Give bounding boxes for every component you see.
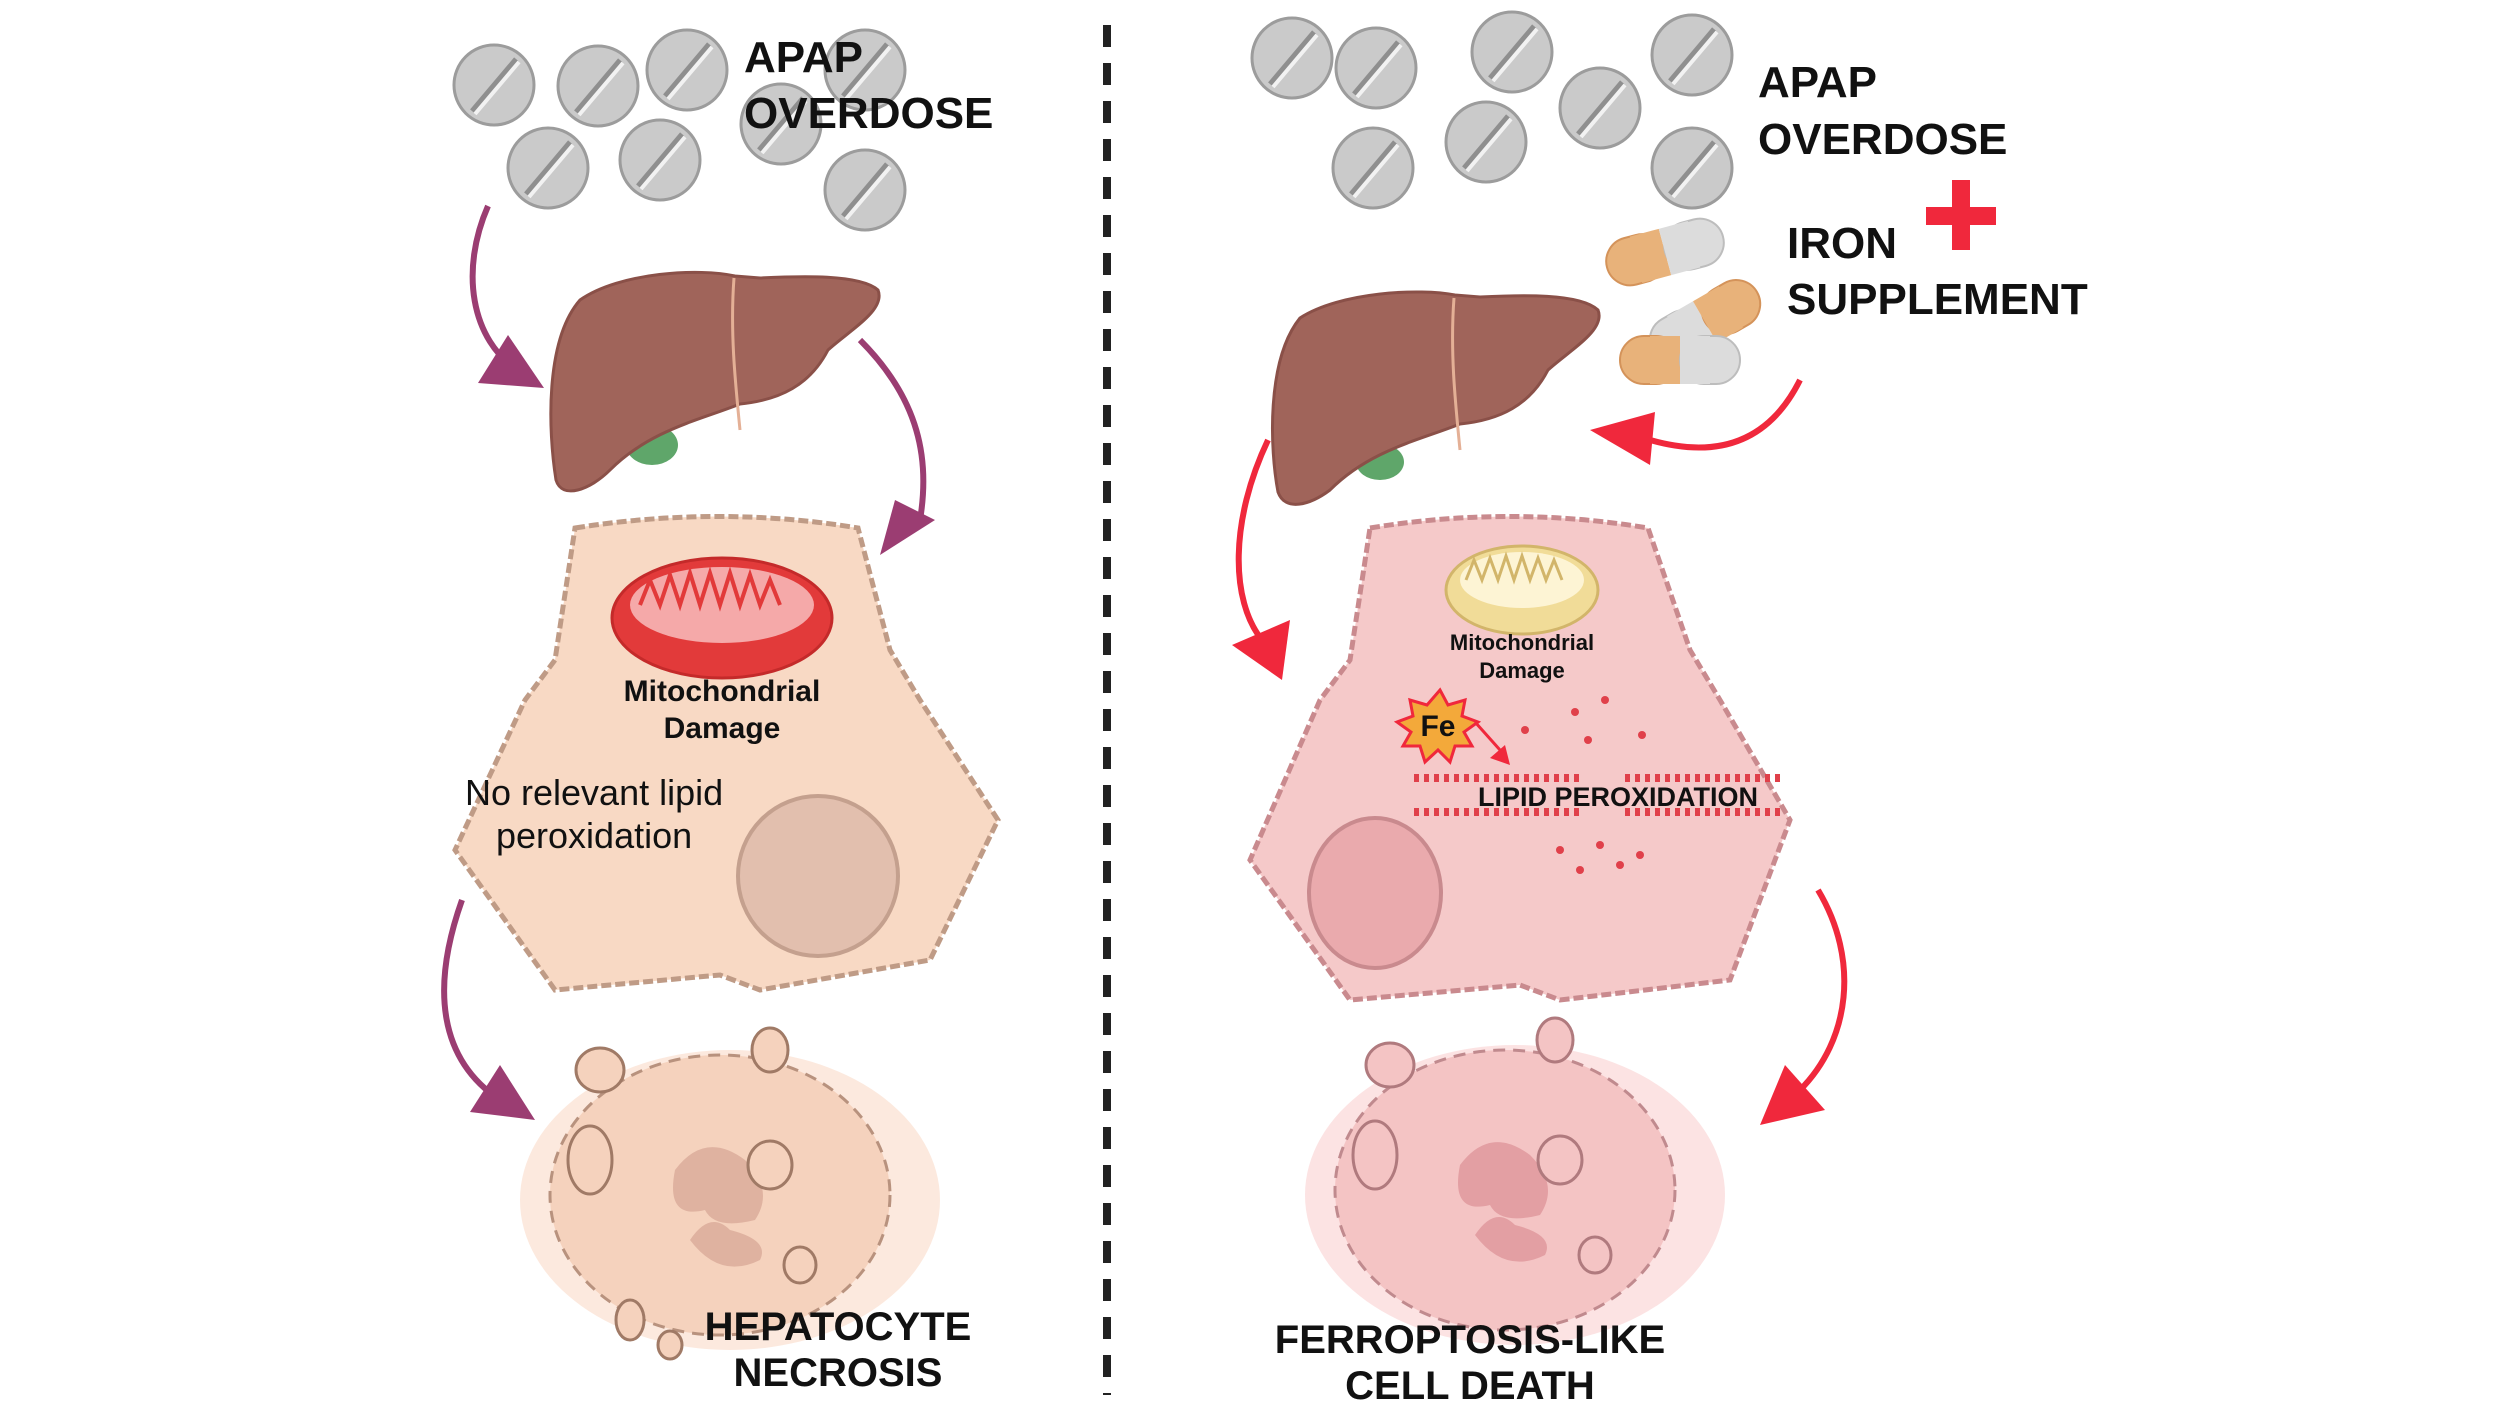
right-arrow-to-death — [1797, 888, 1848, 1093]
pill-icon — [1252, 18, 1332, 98]
left-arrow-to-cell — [857, 337, 927, 521]
left-mito-label-1: Mitochondrial — [624, 675, 821, 708]
plus-icon — [1926, 180, 1996, 250]
right-arrow-to-cell — [1235, 438, 1271, 642]
pill-icon — [647, 30, 727, 110]
lipid-membrane — [1414, 696, 1782, 874]
right-arrow-head-icon — [1590, 412, 1655, 465]
left-apap-label: APAP — [744, 33, 863, 82]
pill-icon — [454, 45, 534, 125]
pill-icon — [825, 150, 905, 230]
pill-icon — [620, 120, 700, 200]
right-nucleus — [1307, 816, 1443, 970]
capsule-icon — [1605, 217, 1725, 287]
right-mito-label-1: Mitochondrial — [1450, 630, 1594, 655]
capsule-icon — [1619, 335, 1741, 385]
right-mito-label-2: Damage — [1479, 658, 1565, 683]
iron-badge-icon: Fe — [1393, 687, 1482, 765]
left-arrow-head-icon — [880, 500, 935, 555]
left-hepatocyte: Mitochondrial Damage No relevant lipid p… — [452, 514, 1001, 993]
lipid-peroxidation-label: LIPID PEROXIDATION — [1478, 782, 1758, 812]
right-overdose-label: OVERDOSE — [1758, 115, 2007, 164]
iron-badge-label: Fe — [1420, 710, 1455, 743]
right-dying-cell — [1305, 1016, 1725, 1345]
left-lipid-note-1: No relevant lipid — [465, 772, 723, 813]
right-arrow-head-icon — [1760, 1065, 1825, 1125]
right-outcome-label-1: FERROPTOSIS-LIKE — [1275, 1318, 1665, 1362]
right-arrow-supplement-to-liver — [1649, 378, 1803, 451]
left-mitochondrion-icon — [610, 556, 834, 680]
pill-icon — [1472, 12, 1552, 92]
right-outcome-label-2: CELL DEATH — [1345, 1364, 1595, 1407]
right-mitochondrion-icon — [1444, 544, 1600, 636]
pill-icon — [508, 128, 588, 208]
pill-icon — [1652, 15, 1732, 95]
left-nucleus — [736, 794, 900, 958]
left-arrow-head-icon — [478, 335, 544, 388]
left-outcome-label-1: HEPATOCYTE — [705, 1305, 972, 1349]
pill-icon — [1652, 128, 1732, 208]
right-hepatocyte: Mitochondrial Damage Fe LIPID PEROXIDATI… — [1247, 514, 1793, 1003]
pill-icon — [1333, 128, 1413, 208]
pill-icon — [1446, 102, 1526, 182]
iron-label: IRON — [1787, 219, 1897, 268]
right-liver-icon — [1271, 290, 1601, 506]
right-apap-label: APAP — [1758, 58, 1877, 107]
iron-arrow — [1473, 721, 1502, 751]
supplement-label: SUPPLEMENT — [1787, 275, 2088, 324]
iron-arrow-head-icon — [1490, 745, 1510, 765]
left-lipid-note-2: peroxidation — [496, 815, 692, 856]
left-mito-label-2: Damage — [664, 712, 781, 745]
pill-icon — [1560, 68, 1640, 148]
pill-icon — [558, 46, 638, 126]
pill-icon — [1336, 28, 1416, 108]
left-liver-icon — [549, 270, 881, 493]
left-arrow-to-necrosis — [441, 898, 502, 1103]
left-overdose-label: OVERDOSE — [744, 89, 993, 138]
right-pills-group — [1252, 12, 1732, 208]
left-outcome-label-2: NECROSIS — [734, 1351, 943, 1395]
left-necrotic-cell — [520, 1026, 940, 1361]
left-arrow-head-icon — [470, 1065, 535, 1120]
right-arrow-head-icon — [1232, 620, 1290, 680]
